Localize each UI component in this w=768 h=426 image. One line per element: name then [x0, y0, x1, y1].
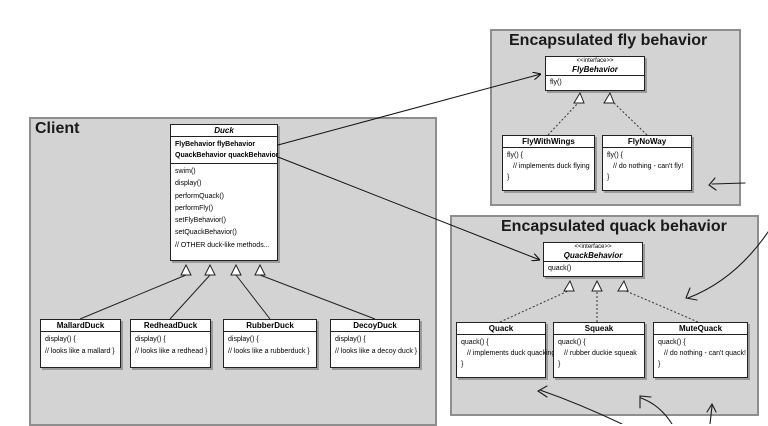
squeak-class-line: } [558, 361, 561, 368]
fly-interface-header: <<interface>> FlyBehavior [546, 57, 644, 76]
mute-quack-line: quack() { [658, 339, 686, 346]
rubber-duck-line: display() { [228, 336, 259, 343]
quack-panel-title: Encapsulated quack behavior [501, 218, 727, 235]
duck-method: performQuack() [175, 192, 225, 200]
duck-class: Duck FlyBehavior flyBehavior QuackBehavi… [170, 124, 279, 261]
duck-fields: FlyBehavior flyBehavior QuackBehavior qu… [171, 137, 279, 164]
duck-method: setQuackBehavior() [175, 229, 237, 237]
quack-interface-header: <<interface>> QuackBehavior [544, 243, 642, 262]
decoy-duck-line: display() { [335, 336, 366, 343]
fly-no-way-line: fly() { [607, 152, 623, 159]
fly-with-wings-name: FlyWithWings [522, 137, 575, 146]
mute-quack-header: MuteQuack [654, 323, 747, 335]
squeak-class-line: quack() { [558, 339, 586, 346]
mallard-duck-body: display() { // looks like a mallard } [41, 332, 120, 360]
quack-interface-stereotype: <<interface>> [574, 244, 612, 250]
fly-interface-name: FlyBehavior [572, 65, 618, 74]
quack-class-header: Quack [457, 323, 545, 335]
duck-field: QuackBehavior quackBehavior [175, 152, 279, 159]
rubber-duck-class: RubberDuck display() { // looks like a r… [223, 319, 317, 368]
mallard-duck-name: MallardDuck [56, 321, 105, 330]
fly-behavior-interface: <<interface>> FlyBehavior fly() [545, 56, 645, 91]
quack-class: Quack quack() { // implements duck quack… [456, 322, 556, 378]
squeak-class-name: Squeak [584, 324, 614, 333]
fly-no-way-header: FlyNoWay [603, 136, 691, 148]
quack-class-line: quack() { [461, 339, 489, 346]
fly-with-wings-line: fly() { [507, 152, 523, 159]
rubber-duck-body: display() { // looks like a rubberduck } [224, 332, 316, 360]
fly-no-way-class: FlyNoWay fly() { // do nothing - can't f… [602, 135, 692, 191]
fly-interface-method: fly() [550, 79, 562, 86]
duck-class-header: Duck [171, 125, 277, 137]
duck-method: // OTHER duck-like methods... [175, 241, 270, 249]
mallard-duck-class: MallardDuck display() { // looks like a … [40, 319, 121, 368]
fly-with-wings-class: FlyWithWings fly() { // implements duck … [502, 135, 595, 191]
fly-with-wings-line: // implements duck flying [513, 163, 590, 170]
mute-quack-line: // do nothing - can't quack! [664, 350, 746, 357]
redhead-duck-header: RedheadDuck [131, 320, 210, 332]
decoy-duck-body: display() { // looks like a decoy duck } [331, 332, 419, 360]
redhead-duck-line: // looks like a redhead } [135, 348, 208, 355]
quack-class-name: Quack [488, 324, 514, 333]
decoy-duck-header: DecoyDuck [331, 320, 419, 332]
quack-class-body: quack() { // implements duck quacking } [457, 335, 556, 372]
duck-method: performFly() [175, 204, 214, 212]
fly-no-way-body: fly() { // do nothing - can't fly! } [603, 148, 691, 185]
fly-interface-stereotype: <<interface>> [576, 58, 614, 64]
quack-interface-methods: quack() [544, 262, 642, 275]
duck-methods: swim() display() performQuack() performF… [171, 164, 277, 254]
fly-with-wings-header: FlyWithWings [503, 136, 594, 148]
mute-quack-body: quack() { // do nothing - can't quack! } [654, 335, 747, 372]
fly-no-way-line: // do nothing - can't fly! [613, 163, 684, 170]
decoy-duck-line: // looks like a decoy duck } [335, 348, 418, 355]
mallard-duck-line: display() { [45, 336, 76, 343]
duck-method: swim() [175, 168, 196, 175]
redhead-duck-body: display() { // looks like a redhead } [131, 332, 210, 360]
decoy-duck-class: DecoyDuck display() { // looks like a de… [330, 319, 420, 368]
quack-interface-method: quack() [548, 265, 572, 272]
fly-with-wings-body: fly() { // implements duck flying } [503, 148, 594, 185]
quack-class-line: } [461, 361, 464, 368]
quack-class-line: // implements duck quacking [467, 350, 556, 357]
squeak-class-line: // rubber duckie squeak [564, 350, 637, 357]
fly-with-wings-line: } [507, 174, 510, 181]
duck-class-name: Duck [214, 126, 234, 135]
fly-panel-title: Encapsulated fly behavior [509, 32, 708, 49]
squeak-class: Squeak quack() { // rubber duckie squeak… [553, 322, 645, 378]
fly-no-way-name: FlyNoWay [627, 137, 667, 146]
mute-quack-name: MuteQuack [678, 324, 723, 333]
duck-method: setFlyBehavior() [175, 217, 226, 225]
mute-quack-line: } [658, 361, 661, 368]
fly-no-way-line: } [607, 174, 610, 181]
mute-quack-class: MuteQuack quack() { // do nothing - can'… [653, 322, 748, 378]
duck-method: display() [175, 180, 202, 188]
rubber-duck-name: RubberDuck [246, 321, 294, 330]
rubber-duck-header: RubberDuck [224, 320, 316, 332]
redhead-duck-line: display() { [135, 336, 166, 343]
squeak-class-header: Squeak [554, 323, 644, 335]
mallard-duck-line: // looks like a mallard } [45, 348, 115, 355]
quack-interface-name: QuackBehavior [563, 251, 623, 260]
rubber-duck-line: // looks like a rubberduck } [228, 348, 310, 355]
mallard-duck-header: MallardDuck [41, 320, 120, 332]
client-panel-title: Client [35, 120, 80, 137]
redhead-duck-class: RedheadDuck display() { // looks like a … [130, 319, 211, 368]
duck-field: FlyBehavior flyBehavior [175, 141, 256, 148]
quack-behavior-interface: <<interface>> QuackBehavior quack() [543, 242, 643, 277]
decoy-duck-name: DecoyDuck [353, 321, 397, 330]
redhead-duck-name: RedheadDuck [143, 321, 198, 330]
squeak-class-body: quack() { // rubber duckie squeak } [554, 335, 644, 372]
fly-interface-methods: fly() [546, 76, 644, 89]
